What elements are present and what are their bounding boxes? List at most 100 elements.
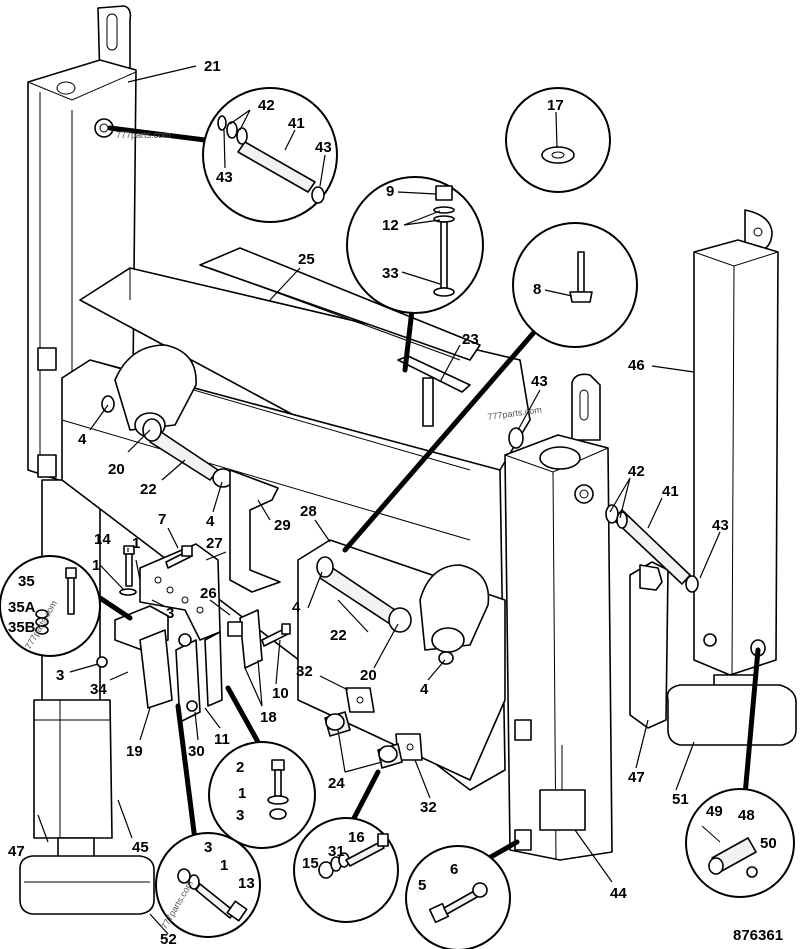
- callout-3-detail: 3: [236, 807, 244, 824]
- callout-35: 35: [18, 573, 35, 590]
- bolt-10: [261, 623, 291, 647]
- callout-44: 44: [610, 885, 627, 902]
- callout-19: 19: [126, 743, 143, 760]
- callout-4-mid: 4: [206, 513, 215, 530]
- pin-upper: [142, 418, 234, 488]
- callout-43-right: 43: [712, 517, 729, 534]
- callout-4-left: 4: [78, 431, 87, 448]
- callout-42-top: 42: [258, 97, 275, 114]
- callout-41-top: 41: [288, 115, 305, 132]
- detail-circle-bolt-13: [155, 832, 261, 938]
- clip-43-center: [508, 427, 524, 449]
- callout-28: 28: [300, 503, 317, 520]
- callout-3-detail-13: 3: [204, 839, 212, 856]
- drawing-number: 876361: [733, 927, 783, 944]
- callout-8: 8: [533, 281, 541, 298]
- spacer-32-upper: [345, 687, 375, 713]
- callout-32-upper: 32: [296, 663, 313, 680]
- callout-23: 23: [462, 331, 479, 348]
- callout-1-detail: 1: [238, 785, 246, 802]
- pin-lower: [316, 556, 412, 633]
- detail-circle-bolt-5: [405, 845, 511, 949]
- callout-32-lower: 32: [420, 799, 437, 816]
- callout-4-right: 4: [420, 681, 429, 698]
- callout-34: 34: [90, 681, 107, 698]
- clip-4-lower-right: [438, 651, 454, 665]
- callout-24: 24: [328, 775, 345, 792]
- hinge-lug-right: [419, 564, 490, 653]
- callout-16: 16: [348, 829, 365, 846]
- detail-circle-pin-top: [202, 87, 338, 223]
- clip-4-upper: [101, 395, 115, 413]
- callout-47-left: 47: [8, 843, 25, 860]
- callout-17: 17: [547, 97, 564, 114]
- leader-lines: [37, 65, 721, 935]
- callout-49: 49: [706, 803, 723, 820]
- callout-43-center: 43: [531, 373, 548, 390]
- callout-42-right: 42: [628, 463, 645, 480]
- callout-2: 2: [236, 759, 244, 776]
- callout-47-right: 47: [628, 769, 645, 786]
- callout-45: 45: [132, 839, 149, 856]
- detail-circle-bolt-35: [0, 555, 101, 657]
- callout-48: 48: [738, 807, 755, 824]
- callout-14: 14: [94, 531, 111, 548]
- callout-4-center: 4: [292, 599, 301, 616]
- watermark-top: 777parts.com: [116, 130, 171, 140]
- pin-right: [605, 504, 699, 593]
- callout-3-nut: 3: [56, 667, 64, 684]
- callout-21: 21: [204, 58, 221, 75]
- callout-9: 9: [386, 183, 394, 200]
- callout-22-center: 22: [330, 627, 347, 644]
- bracket-assembly: [114, 543, 263, 723]
- callout-12: 12: [382, 217, 399, 234]
- callout-25: 25: [298, 251, 315, 268]
- callout-10: 10: [272, 685, 289, 702]
- nut-3: [96, 656, 108, 668]
- bushing-24-lower: [377, 743, 403, 769]
- callout-50: 50: [760, 835, 777, 852]
- side-plate-right: [629, 561, 669, 729]
- detail-circle-bolt-9: [346, 176, 484, 314]
- callout-43-top-right: 43: [315, 139, 332, 156]
- callout-20-center: 20: [360, 667, 377, 684]
- right-leg-assembly: [666, 209, 797, 746]
- callout-52: 52: [160, 931, 177, 948]
- callout-31: 31: [328, 843, 345, 860]
- detail-circle-bolt-8: [512, 222, 638, 348]
- cover-plate: [229, 469, 281, 593]
- nut-30: [186, 700, 198, 712]
- callout-26: 26: [200, 585, 217, 602]
- detail-circle-washer: [505, 87, 611, 193]
- callout-22-left: 22: [140, 481, 157, 498]
- callout-1-detail-13: 1: [220, 857, 228, 874]
- callout-35a: 35A: [8, 599, 36, 616]
- callout-6: 6: [450, 861, 458, 878]
- callout-7: 7: [158, 511, 166, 528]
- callout-1-b: 1: [92, 557, 100, 574]
- callout-35b: 35B: [8, 619, 36, 636]
- callout-41-right: 41: [662, 483, 679, 500]
- callout-18: 18: [260, 709, 277, 726]
- callout-5: 5: [418, 877, 426, 894]
- bolt-7: [165, 545, 193, 569]
- callout-3-bracket: 3: [166, 605, 174, 622]
- callout-20-left: 20: [108, 461, 125, 478]
- callout-46: 46: [628, 357, 645, 374]
- callout-1-a: 1: [132, 535, 140, 552]
- callout-43-top-left: 43: [216, 169, 233, 186]
- callout-13: 13: [238, 875, 255, 892]
- callout-11: 11: [214, 731, 230, 748]
- callout-15: 15: [302, 855, 319, 872]
- right-upright-column: [504, 373, 613, 861]
- bushing-24-upper: [324, 711, 351, 737]
- callout-51: 51: [672, 791, 689, 808]
- callout-33: 33: [382, 265, 399, 282]
- detail-circle-bolt-16: [293, 817, 399, 923]
- bolt-14: [119, 545, 137, 596]
- callout-29: 29: [274, 517, 291, 534]
- callout-labels: 21 42 41 43 43 17 9 12 33 8 25 23 43 46 …: [8, 58, 777, 948]
- callout-30: 30: [188, 743, 205, 760]
- detail-circle-bolt-2: [208, 741, 316, 849]
